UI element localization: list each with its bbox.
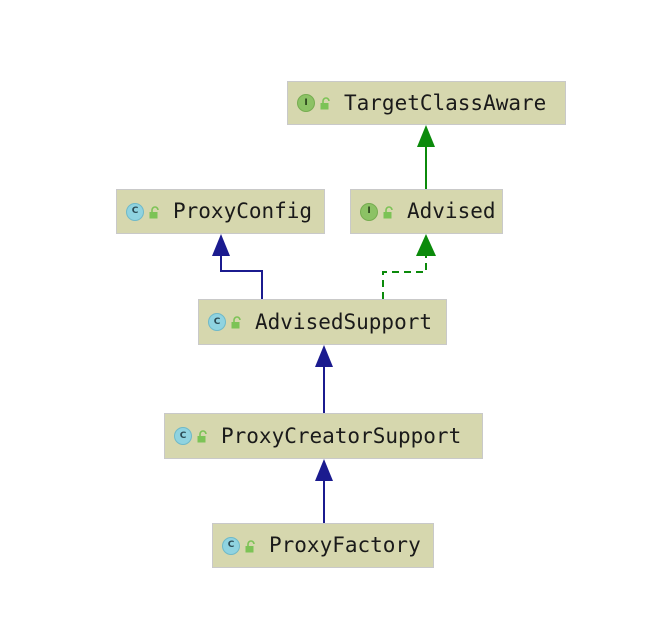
uml-node-proxy-creator-support[interactable]: C ProxyCreatorSupport [164,413,483,459]
uml-node-target-class-aware[interactable]: I TargetClassAware [287,81,566,125]
edge-advised-support-implements-advised [382,234,436,299]
uml-node-proxy-config[interactable]: C ProxyConfig [116,189,325,234]
uml-node-label: ProxyFactory [269,533,421,557]
uml-node-proxy-factory[interactable]: C ProxyFactory [212,523,434,568]
uml-node-label: ProxyCreatorSupport [221,423,462,448]
uml-node-label: ProxyConfig [173,199,313,223]
class-icon: C [208,313,226,331]
class-icon: C [126,202,144,221]
lock-open-icon [196,429,209,443]
lock-open-icon [244,539,257,553]
uml-node-advised[interactable]: I Advised [350,189,503,234]
lock-open-icon [319,96,332,110]
class-icon: C [222,536,240,555]
lock-open-icon [230,315,243,329]
interface-icon: I [297,94,315,112]
lock-open-icon [148,205,161,219]
edge-proxy-factory-extends-proxy-creator-support [315,459,333,523]
lock-open-icon [382,205,395,219]
interface-icon: I [360,202,378,221]
uml-node-advised-support[interactable]: C AdvisedSupport [198,299,447,345]
edge-advised-support-extends-proxy-config [212,234,263,299]
class-icon: C [174,427,192,445]
edge-proxy-creator-support-extends-advised-support [315,345,333,413]
edge-advised-extends-target-class-aware [417,125,435,189]
uml-node-label: Advised [407,199,496,223]
uml-node-label: TargetClassAware [344,90,547,115]
uml-node-label: AdvisedSupport [255,309,433,334]
